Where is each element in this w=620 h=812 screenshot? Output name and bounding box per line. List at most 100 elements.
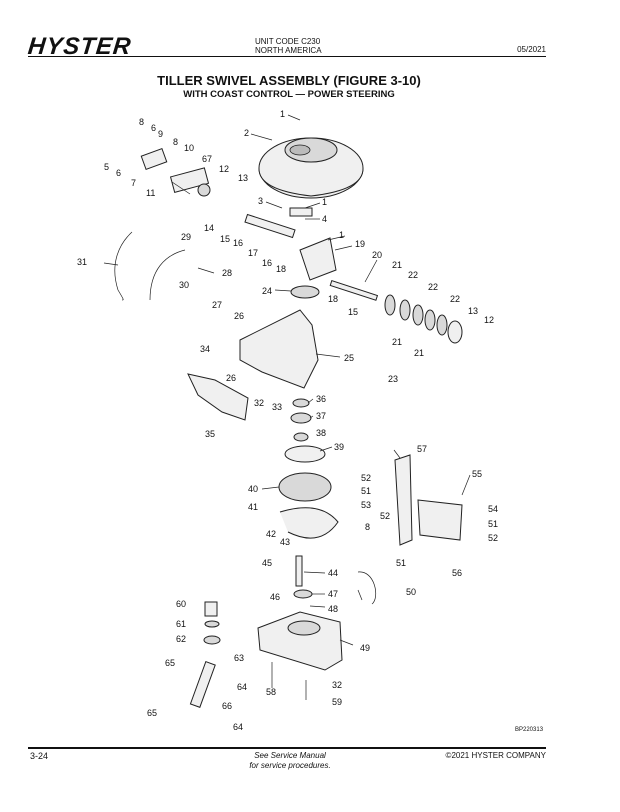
callout-c21c: 21 bbox=[414, 348, 424, 358]
callout-c23: 23 bbox=[388, 374, 398, 384]
figure-subtitle: WITH COAST CONTROL — POWER STEERING bbox=[183, 89, 395, 100]
callout-c49: 49 bbox=[360, 643, 370, 653]
callout-c59: 59 bbox=[332, 697, 342, 707]
callout-c37: 37 bbox=[316, 411, 326, 421]
callout-c65b: 65 bbox=[147, 708, 157, 718]
bracket bbox=[394, 454, 413, 546]
callout-c22: 22 bbox=[408, 270, 418, 280]
unit-code-block: UNIT CODE C230 NORTH AMERICA bbox=[255, 37, 322, 55]
callout-c64: 64 bbox=[237, 682, 247, 692]
callout-c51b: 51 bbox=[488, 519, 498, 529]
figure-title: TILLER SWIVEL ASSEMBLY (FIGURE 3-10) bbox=[157, 73, 421, 88]
callout-c35: 35 bbox=[205, 429, 215, 439]
callout-c24: 24 bbox=[262, 286, 272, 296]
page-number: 3-24 bbox=[30, 751, 49, 761]
footer-rule bbox=[28, 747, 546, 749]
coast-plate bbox=[278, 472, 332, 502]
callout-c61: 61 bbox=[176, 619, 186, 629]
callout-leaders bbox=[103, 114, 471, 646]
callout-c5: 5 bbox=[104, 162, 109, 172]
callout-c52b: 52 bbox=[380, 511, 390, 521]
callout-c4: 4 bbox=[322, 214, 327, 224]
steering-dome bbox=[258, 137, 364, 199]
header-rule bbox=[28, 56, 546, 57]
callout-c39: 39 bbox=[334, 442, 344, 452]
callout-c51c: 51 bbox=[396, 558, 406, 568]
callout-c52: 52 bbox=[361, 473, 371, 483]
callout-c20: 20 bbox=[372, 250, 382, 260]
callout-c51: 51 bbox=[361, 486, 371, 496]
region: NORTH AMERICA bbox=[255, 46, 322, 55]
callout-c65: 65 bbox=[165, 658, 175, 668]
callout-c46: 46 bbox=[270, 592, 280, 602]
callout-c58: 58 bbox=[266, 687, 276, 697]
callout-c66: 66 bbox=[222, 701, 232, 711]
callout-c44: 44 bbox=[328, 568, 338, 578]
callout-c2: 2 bbox=[244, 128, 249, 138]
guard bbox=[187, 373, 249, 421]
callout-c63: 63 bbox=[234, 653, 244, 663]
ring-segment bbox=[279, 507, 339, 539]
callout-c62: 62 bbox=[176, 634, 186, 644]
callout-c33: 33 bbox=[272, 402, 282, 412]
callout-c13b: 13 bbox=[468, 306, 478, 316]
callout-c30: 30 bbox=[179, 280, 189, 290]
callout-c6: 6 bbox=[151, 123, 156, 133]
callout-c22b: 22 bbox=[428, 282, 438, 292]
callout-c40: 40 bbox=[248, 484, 258, 494]
callout-c64b: 64 bbox=[233, 722, 243, 732]
callout-c12b: 12 bbox=[484, 315, 494, 325]
figure-code: BP220313 bbox=[515, 727, 544, 733]
callout-c57: 57 bbox=[417, 444, 427, 454]
callout-c29: 29 bbox=[181, 232, 191, 242]
callout-c43: 43 bbox=[280, 537, 290, 547]
callout-c50: 50 bbox=[406, 587, 416, 597]
callout-c38: 38 bbox=[316, 428, 326, 438]
callout-c10: 10 bbox=[184, 143, 194, 153]
callout-c8c: 8 bbox=[365, 522, 370, 532]
callout-c15b: 15 bbox=[348, 307, 358, 317]
callout-c42: 42 bbox=[266, 529, 276, 539]
callout-c11: 11 bbox=[146, 188, 155, 198]
callout-c6b: 6 bbox=[116, 168, 121, 178]
callout-c14: 14 bbox=[204, 223, 214, 233]
revision-date: 05/2021 bbox=[517, 45, 546, 54]
service-note: See Service Manual for service procedure… bbox=[230, 751, 350, 771]
callout-c12: 12 bbox=[219, 164, 229, 174]
callout-c7: 7 bbox=[131, 178, 136, 188]
callout-c26: 26 bbox=[234, 311, 244, 321]
callout-c56: 56 bbox=[452, 568, 462, 578]
callout-c48: 48 bbox=[328, 604, 338, 614]
callout-c1c: 1 bbox=[339, 230, 344, 240]
callout-c3: 3 bbox=[258, 196, 263, 206]
callout-c16b: 16 bbox=[262, 258, 272, 268]
callout-c1b: 1 bbox=[322, 197, 327, 207]
washer-stack bbox=[384, 294, 463, 344]
callout-c36: 36 bbox=[316, 394, 326, 404]
callout-c25: 25 bbox=[344, 353, 354, 363]
callout-c15: 15 bbox=[220, 234, 230, 244]
service-note-line-2: for service procedures. bbox=[249, 761, 331, 770]
callout-c47: 47 bbox=[328, 589, 338, 599]
callout-c22c: 22 bbox=[450, 294, 460, 304]
callout-c53: 53 bbox=[361, 500, 371, 510]
callout-c21b: 21 bbox=[392, 337, 402, 347]
swivel-housing bbox=[239, 309, 319, 389]
callout-c8: 8 bbox=[139, 117, 144, 127]
callout-c67: 67 bbox=[202, 154, 212, 164]
callout-c13: 13 bbox=[238, 173, 248, 183]
callout-c28: 28 bbox=[222, 268, 232, 278]
callout-c31: 31 bbox=[77, 257, 87, 267]
callout-c19: 19 bbox=[355, 239, 365, 249]
copyright: ©2021 HYSTER COMPANY bbox=[445, 751, 546, 760]
callout-c21: 21 bbox=[392, 260, 402, 270]
callout-c17: 17 bbox=[248, 248, 258, 258]
callout-c32: 32 bbox=[254, 398, 264, 408]
callout-c45: 45 bbox=[262, 558, 272, 568]
unit-code: UNIT CODE C230 bbox=[255, 37, 321, 46]
service-note-line-1: See Service Manual bbox=[254, 751, 326, 760]
callout-c27: 27 bbox=[212, 300, 222, 310]
